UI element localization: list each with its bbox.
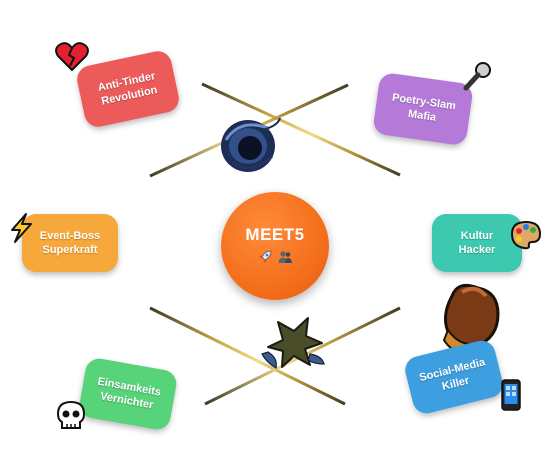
node-label-line2: Mafia (407, 108, 437, 124)
connector-line (201, 82, 401, 177)
node-event-boss[interactable]: Event-Boss Superkraft (22, 214, 118, 272)
black-hole-icon (221, 117, 281, 172)
hub-title: MEET5 (245, 225, 305, 244)
node-label-line1: Kultur (460, 230, 494, 242)
node-label-line2: Hacker (458, 244, 496, 256)
node-label-line1: Event-Boss (39, 230, 101, 242)
node-label-line2: Superkraft (42, 244, 98, 256)
skull-icon (56, 400, 86, 429)
people-icon (278, 251, 292, 263)
lightning-icon (11, 213, 32, 243)
connector-line (149, 306, 346, 406)
node-kultur-hacker[interactable]: Kultur Hacker (432, 214, 522, 272)
microphone-icon (463, 62, 491, 91)
node-poetry-slam[interactable]: Poetry-Slam Mafia (372, 71, 474, 147)
hub-meet5[interactable]: MEET5 (221, 192, 329, 300)
rocket-icon (258, 250, 272, 264)
smartphone-icon (501, 379, 521, 411)
hub-icons (221, 249, 329, 265)
broken-heart-icon (55, 42, 89, 72)
explosion-icon (261, 317, 325, 369)
palette-icon (510, 220, 542, 250)
